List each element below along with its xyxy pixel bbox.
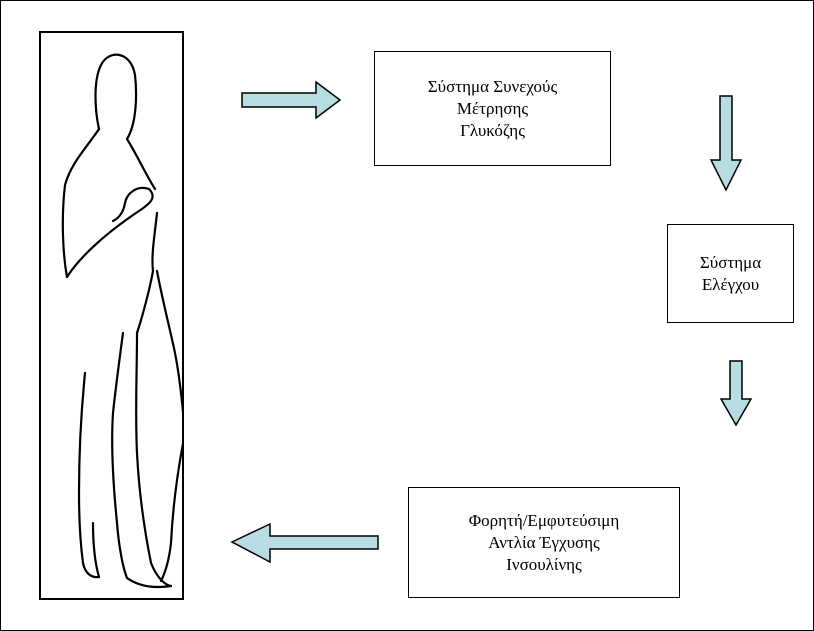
pump-line-1: Φορητή/Εμφυτεύσιμη [468,510,620,530]
glucose-monitoring-system-box: Σύστημα Συνεχούς Μέτρησης Γλυκόζης [374,51,611,166]
pump-line-2: Αντλία Έγχυσης [488,532,600,552]
arrow-down-icon [709,95,743,192]
patient-figure-panel [39,31,184,600]
arrow-right-icon [241,80,342,120]
arrow-down-icon [720,360,753,427]
insulin-pump-box: Φορητή/Εμφυτεύσιμη Αντλία Έγχυσης Ινσουλ… [408,487,680,598]
control-line-2: Ελέγχου [701,274,760,294]
control-line-1: Σύστημα [699,252,762,272]
cgm-line-3: Γλυκόζης [460,120,525,140]
arrow-left-icon [230,522,379,564]
cgm-line-2: Μέτρησης [456,98,529,118]
cgm-line-1: Σύστημα Συνεχούς [427,76,558,96]
human-outline-icon [61,53,182,589]
control-system-box: Σύστημα Ελέγχου [667,224,794,323]
pump-line-3: Ινσουλίνης [506,554,582,574]
